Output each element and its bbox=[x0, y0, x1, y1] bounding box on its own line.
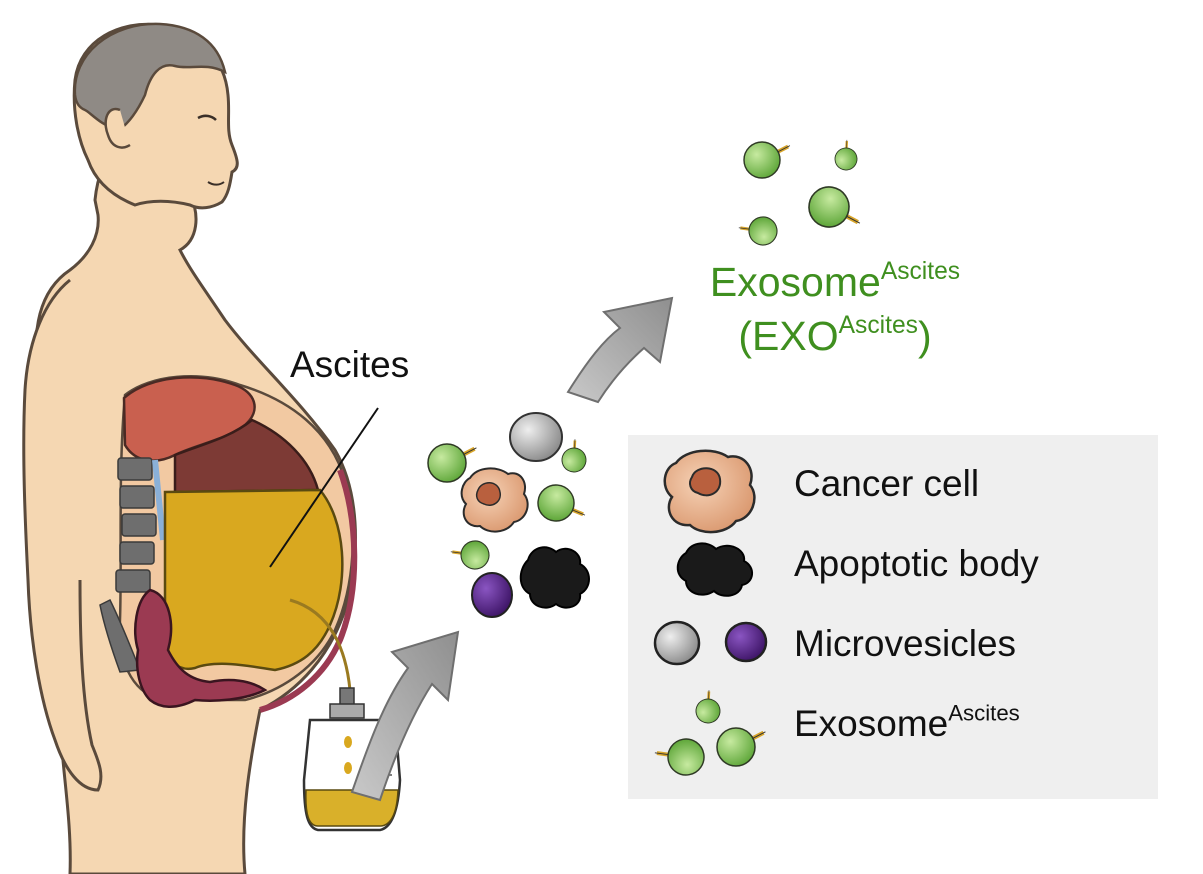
legend-apoptotic-body: Apoptotic body bbox=[794, 543, 1039, 584]
exosome bbox=[556, 436, 596, 478]
legend-icons bbox=[650, 449, 1158, 785]
exosome bbox=[801, 179, 863, 244]
hair bbox=[73, 22, 227, 132]
spine bbox=[99, 457, 157, 673]
eye bbox=[197, 114, 217, 121]
arrow-bag-to-mix bbox=[350, 630, 460, 802]
exosome bbox=[735, 205, 785, 253]
legend-microvesicles: Microvesicles bbox=[794, 623, 1017, 664]
exosome bbox=[447, 529, 497, 577]
exosome-title-sup: Ascites bbox=[880, 257, 961, 285]
exosome-icon bbox=[650, 687, 766, 785]
organ-band bbox=[173, 418, 320, 494]
exosome bbox=[742, 140, 792, 180]
exosome bbox=[829, 137, 866, 176]
exo-abbreviation: (EXOAscites) bbox=[676, 312, 994, 360]
intestine bbox=[134, 588, 268, 708]
abdominal-wall bbox=[259, 468, 358, 713]
exo-abbrev-close: ) bbox=[917, 313, 932, 359]
legend-panel: Cancer cell Apoptotic body Microvesicles… bbox=[628, 435, 1158, 799]
mouth bbox=[207, 181, 225, 186]
ev-mixture-cluster bbox=[428, 412, 596, 618]
purified-exosomes bbox=[735, 137, 866, 253]
exosome bbox=[428, 444, 476, 482]
ascites-fluid bbox=[163, 488, 344, 672]
ear bbox=[104, 107, 131, 149]
cancer-nucleus bbox=[475, 482, 501, 506]
cancer-cell-icon bbox=[663, 449, 756, 534]
arm bbox=[22, 278, 103, 792]
exosome-title: ExosomeAscites bbox=[676, 258, 994, 306]
apoptotic-body-icon bbox=[676, 542, 753, 597]
legend-exosome-sup: Ascites bbox=[948, 700, 1020, 726]
exo-abbrev-open: (EXO bbox=[738, 313, 839, 359]
microvesicle-icon bbox=[653, 620, 768, 666]
ascites-pointer bbox=[269, 407, 379, 568]
apoptotic-body bbox=[519, 546, 590, 609]
microvesicle-purple bbox=[471, 572, 513, 618]
ascites-label: Ascites bbox=[290, 344, 410, 385]
legend-exosome: ExosomeAscites bbox=[794, 700, 1020, 745]
exo-abbrev-sup: Ascites bbox=[838, 311, 918, 339]
legend-exosome-main: Exosome bbox=[794, 703, 949, 744]
exosome bbox=[528, 475, 590, 538]
drain-tube bbox=[289, 598, 352, 691]
arrow-mix-to-exosome bbox=[566, 296, 674, 404]
arrow-up-right-icon bbox=[350, 296, 674, 802]
human-profile-icon bbox=[22, 22, 379, 874]
exosome-title-main: Exosome bbox=[709, 259, 881, 305]
legend-cancer-cell: Cancer cell bbox=[794, 463, 980, 504]
drainage-bag-icon bbox=[302, 687, 402, 832]
vessel bbox=[152, 459, 166, 541]
microvesicle-grey bbox=[509, 412, 563, 462]
